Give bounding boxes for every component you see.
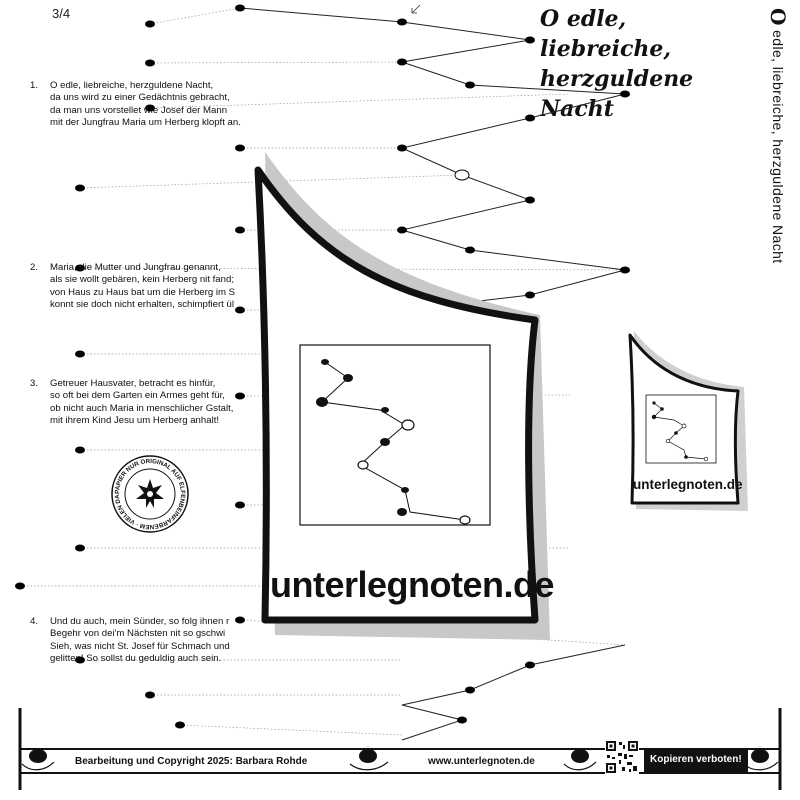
logo-inner-frame bbox=[299, 344, 491, 526]
note-head bbox=[145, 104, 155, 112]
qr-code-icon bbox=[605, 740, 639, 774]
note-head bbox=[235, 616, 245, 624]
note-head bbox=[235, 501, 245, 509]
verse-line: Maria, die Mutter und Jungfrau genannt, bbox=[50, 262, 221, 273]
note-head bbox=[75, 350, 85, 358]
side-title: O edle, liebreiche, herzguldene Nacht bbox=[760, 8, 790, 298]
arrow-icon bbox=[411, 4, 421, 14]
verse-line: mit der Jungfrau Maria um Herberg klopft… bbox=[50, 117, 241, 129]
footer-bar bbox=[20, 748, 780, 774]
note-head bbox=[465, 81, 475, 89]
note-head bbox=[525, 291, 535, 299]
note-head bbox=[235, 226, 245, 234]
note-head bbox=[235, 392, 245, 400]
verse-number: 1. bbox=[30, 80, 39, 91]
verse-line: konnt sie doch nicht erhalten, schimpfie… bbox=[50, 299, 234, 311]
verse-line: ob nicht auch Maria in menschlicher Gsta… bbox=[50, 402, 234, 414]
note-head bbox=[397, 58, 407, 66]
verse-number: 4. bbox=[30, 616, 39, 627]
note-head bbox=[397, 18, 407, 26]
side-title-initial: O bbox=[766, 8, 790, 26]
verse-line: da man uns vorstellet wie Josef der Mann bbox=[50, 104, 228, 116]
note-head bbox=[235, 4, 245, 12]
note-head-open bbox=[454, 169, 470, 181]
page-number: 3/4 bbox=[52, 6, 71, 21]
stamp-seal: PAPIER NUR ORIGINAL AUF ELFENBEINFARBENE… bbox=[110, 454, 189, 533]
note-head bbox=[465, 686, 475, 694]
logo-card-small bbox=[628, 331, 748, 511]
note-head bbox=[145, 59, 155, 67]
verse-line: mit ihrem Kind Jesu um Herberg anhalt! bbox=[50, 415, 220, 427]
verse-number: 2. bbox=[30, 262, 39, 273]
note-ornament-icon bbox=[29, 749, 47, 763]
note-head bbox=[235, 144, 245, 152]
verse-line: als sie wollt gebären, kein Herberg nit … bbox=[50, 274, 234, 286]
note-head bbox=[145, 691, 155, 699]
note-head bbox=[235, 306, 245, 314]
verse-line: so oft bei dem Garten ein Armes geht für… bbox=[50, 390, 225, 402]
logo-text-large: unterlegnoten.de bbox=[270, 564, 555, 605]
note-head bbox=[620, 90, 630, 98]
note-head bbox=[457, 716, 467, 724]
note-head bbox=[525, 661, 535, 669]
verse-line: von Haus zu Haus bat um die Herberg im S bbox=[50, 286, 236, 298]
note-head bbox=[525, 114, 535, 122]
logo-card-large bbox=[254, 152, 550, 640]
verse-3: 3. Getreuer Hausvater, betracht es hinfü… bbox=[30, 378, 245, 428]
note-head bbox=[525, 36, 535, 44]
note-head bbox=[15, 582, 25, 590]
copy-notice: Kopieren verboten! bbox=[644, 748, 748, 772]
verse-line: O edle, liebreiche, herzguldene Nacht, bbox=[50, 80, 214, 91]
verse-line: Und du auch, mein Sünder, so folg ihnen … bbox=[50, 616, 230, 627]
verse-1: 1. O edle, liebreiche, herzguldene Nacht… bbox=[30, 80, 260, 130]
note-head bbox=[397, 226, 407, 234]
verse-line: da uns wird zu einer Gedächtnis gebracht… bbox=[50, 92, 230, 104]
note-head bbox=[145, 20, 155, 28]
footer-copyright: Bearbeitung und Copyright 2025: Barbara … bbox=[75, 756, 308, 767]
verse-line: Sieh, was nicht St. Josef für Schmach un… bbox=[50, 640, 230, 652]
note-head bbox=[75, 656, 85, 664]
logo-text-small: unterlegnoten.de bbox=[633, 477, 743, 492]
verse-2: 2. Maria, die Mutter und Jungfrau genann… bbox=[30, 262, 245, 312]
verse-line: gelitten! So sollst du geduldig auch sei… bbox=[50, 653, 222, 665]
note-head bbox=[465, 246, 475, 254]
note-head bbox=[525, 196, 535, 204]
verse-4: 4. Und du auch, mein Sünder, so folg ihn… bbox=[30, 616, 290, 666]
note-head bbox=[397, 144, 407, 152]
note-head bbox=[175, 721, 185, 729]
song-title: O edle, liebreiche, herzguldene Nacht bbox=[540, 6, 694, 122]
verse-number: 3. bbox=[30, 378, 39, 389]
footer-website[interactable]: www.unterlegnoten.de bbox=[428, 756, 535, 767]
note-head bbox=[620, 266, 630, 274]
note-head bbox=[75, 446, 85, 454]
note-head bbox=[75, 264, 85, 272]
side-title-text: edle, liebreiche, herzguldene Nacht bbox=[770, 25, 786, 264]
note-head bbox=[75, 544, 85, 552]
note-head bbox=[75, 184, 85, 192]
verse-line: Getreuer Hausvater, betracht es hinfür, bbox=[50, 378, 216, 389]
verse-line: Begehr von dei'm Nächsten nit so gschwi bbox=[50, 628, 226, 640]
